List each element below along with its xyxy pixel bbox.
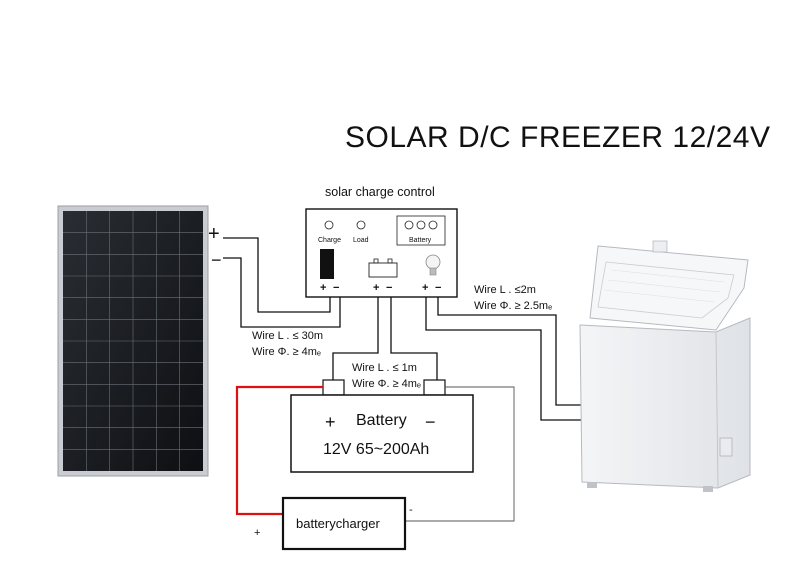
solar-panel bbox=[57, 205, 209, 477]
panel-minus-label: − bbox=[211, 250, 222, 270]
battery-wire-diameter: Wire Φ. ≥ 4mₑ bbox=[352, 378, 421, 390]
solar-input-icon bbox=[320, 249, 334, 279]
charger-plus-label: + bbox=[254, 527, 260, 539]
solar-terminal-minus: − bbox=[333, 282, 339, 294]
panel-plus-label: + bbox=[208, 223, 220, 245]
load-indicator-icon bbox=[356, 220, 366, 230]
freezer-thermostat-icon bbox=[719, 437, 733, 457]
panel-wire-diameter: Wire Φ. ≥ 4mₑ bbox=[252, 346, 321, 358]
charge-label: Charge bbox=[318, 237, 341, 244]
battery-negative-wire bbox=[390, 297, 438, 380]
charger-minus-label: - bbox=[409, 504, 413, 516]
freezer-lid bbox=[589, 245, 749, 331]
battery-charger-label: batterycharger bbox=[296, 516, 380, 531]
freezer-wire-diameter: Wire Φ. ≥ 2.5mₑ bbox=[474, 300, 552, 312]
battery bbox=[290, 379, 474, 473]
panel-negative-wire bbox=[223, 257, 341, 328]
charger-negative-wire bbox=[406, 386, 515, 522]
panel-cell-grid bbox=[63, 211, 203, 471]
battery-wire-length: Wire L . ≤ 1m bbox=[352, 362, 417, 374]
charge-indicator-icon bbox=[324, 220, 334, 230]
solar-terminal-plus: + bbox=[320, 282, 326, 294]
load-terminal-minus: − bbox=[435, 282, 441, 294]
battery-minus-label: − bbox=[425, 412, 436, 432]
battery-indicator-icon-2 bbox=[416, 220, 426, 230]
battery-terminal-plus: + bbox=[373, 282, 379, 294]
battery-label: Battery bbox=[409, 237, 432, 244]
battery-terminal-minus: − bbox=[386, 282, 392, 294]
freezer-body bbox=[579, 317, 751, 489]
page-title: SOLAR D/C FREEZER 12/24V bbox=[345, 121, 770, 154]
battery-indicator-icon-1 bbox=[404, 220, 414, 230]
battery-charger bbox=[281, 496, 407, 551]
chest-freezer bbox=[579, 240, 751, 492]
load-label: Load bbox=[353, 237, 369, 244]
battery-spec: 12V 65~200Ah bbox=[323, 441, 429, 458]
load-terminal-plus: + bbox=[422, 282, 428, 294]
battery-name: Battery bbox=[356, 412, 407, 429]
panel-positive-wire bbox=[223, 237, 331, 313]
battery-output-icon bbox=[368, 262, 398, 278]
lightbulb-icon bbox=[425, 254, 441, 276]
freezer-negative-wire bbox=[437, 297, 586, 406]
freezer-wire-length: Wire L . ≤2m bbox=[474, 284, 536, 296]
battery-positive-wire bbox=[332, 297, 379, 380]
freezer-positive-wire bbox=[425, 297, 586, 421]
panel-wire-length: Wire L . ≤ 30m bbox=[252, 330, 323, 342]
battery-indicator-icon-3 bbox=[428, 220, 438, 230]
charger-positive-wire bbox=[235, 385, 323, 516]
solar-charge-controller: Charge Load Battery + − + − + − bbox=[305, 208, 458, 298]
controller-label: solar charge control bbox=[325, 185, 435, 199]
battery-plus-label: + bbox=[325, 412, 336, 432]
